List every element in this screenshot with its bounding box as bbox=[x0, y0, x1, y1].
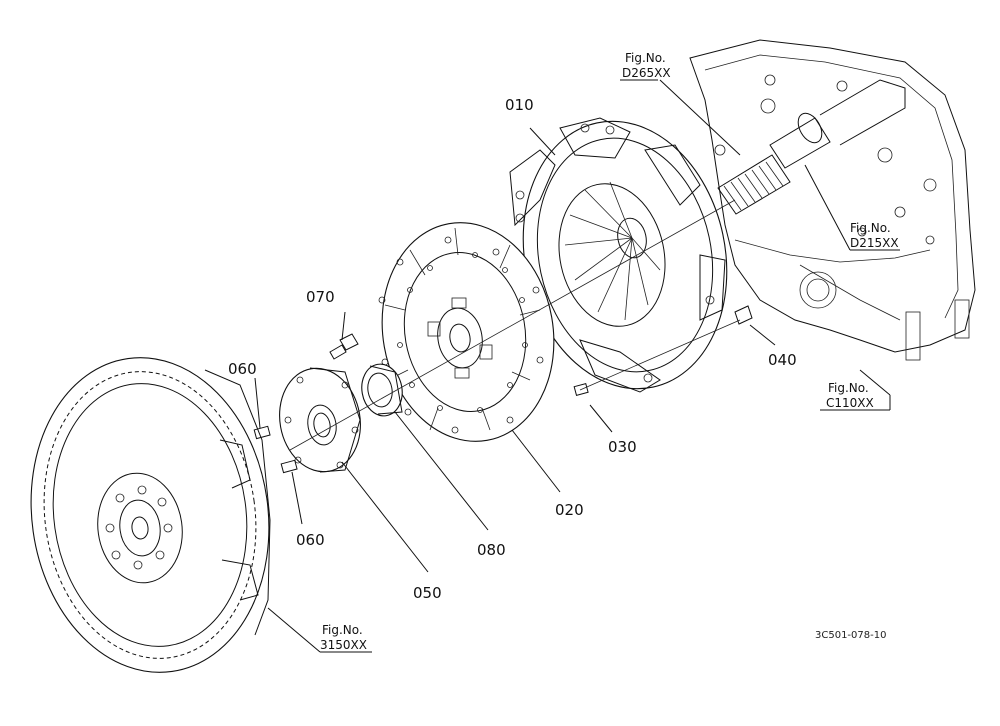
fig-ref-code: 3150XX bbox=[320, 638, 367, 652]
fig-ref-d215[interactable]: Fig.No. D215XX bbox=[850, 221, 899, 250]
flywheel-hub bbox=[279, 367, 361, 473]
fig-ref-code: C110XX bbox=[826, 396, 874, 410]
pressure-plate-assembly bbox=[509, 117, 728, 393]
fig-ref-title: Fig.No. bbox=[828, 381, 869, 395]
part-label-020: 020 bbox=[555, 501, 584, 519]
fig-ref-c110[interactable]: Fig.No. C110XX bbox=[826, 381, 874, 410]
pin-030 bbox=[573, 382, 589, 396]
dowel-pin-060-upper bbox=[253, 425, 271, 440]
part-label-040: 040 bbox=[768, 351, 797, 369]
fig-ref-d265[interactable]: Fig.No. D265XX bbox=[622, 51, 671, 80]
part-label-070: 070 bbox=[306, 288, 335, 306]
drawing-code: 3C501-078-10 bbox=[815, 630, 886, 641]
part-label-050: 050 bbox=[413, 584, 442, 602]
fig-ref-code: D215XX bbox=[850, 236, 899, 250]
transmission-housing bbox=[689, 39, 976, 361]
fig-ref-title: Fig.No. bbox=[850, 221, 891, 235]
part-label-080: 080 bbox=[477, 541, 506, 559]
bolt-040 bbox=[734, 305, 753, 325]
part-label-060-upper: 060 bbox=[228, 360, 257, 378]
fig-ref-3150[interactable]: Fig.No. 3150XX bbox=[320, 623, 367, 652]
part-label-010: 010 bbox=[505, 96, 534, 114]
clutch-disc bbox=[378, 222, 555, 442]
flywheel bbox=[30, 357, 271, 673]
fig-ref-code: D265XX bbox=[622, 66, 671, 80]
bolt-070 bbox=[329, 333, 359, 360]
fig-ref-title: Fig.No. bbox=[625, 51, 666, 65]
release-bearing bbox=[361, 363, 403, 417]
dowel-pin-060-lower bbox=[280, 459, 298, 474]
leader-lines bbox=[254, 79, 900, 653]
fig-ref-title: Fig.No. bbox=[322, 623, 363, 637]
part-label-030: 030 bbox=[608, 438, 637, 456]
part-label-060-lower: 060 bbox=[296, 531, 325, 549]
